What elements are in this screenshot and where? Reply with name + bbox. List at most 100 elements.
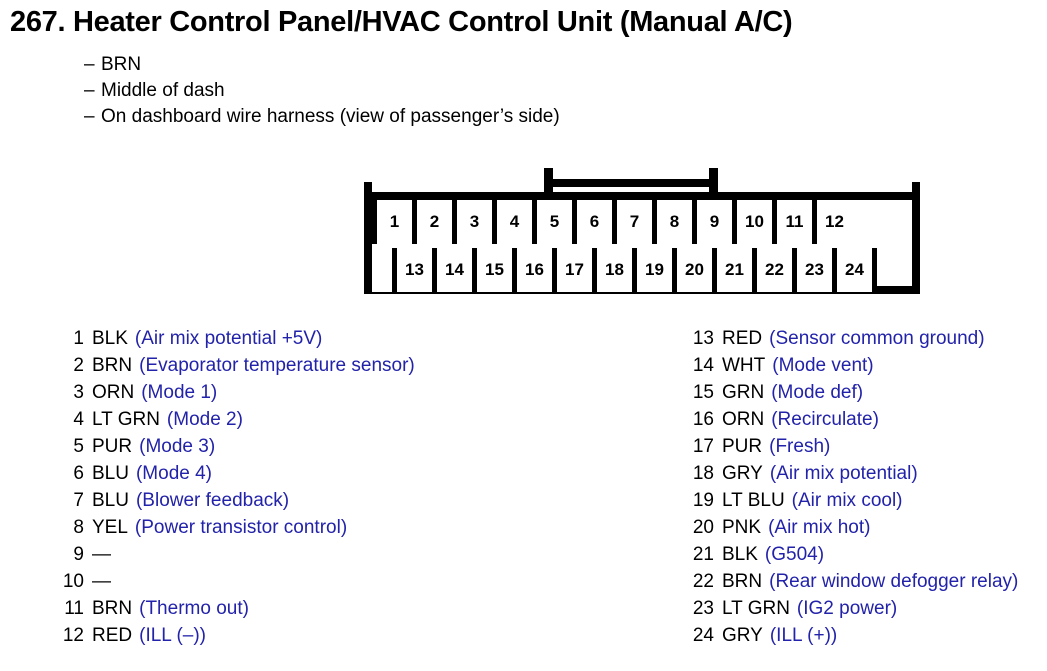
pin-wire-color: PNK: [722, 517, 762, 538]
location-note: –Middle of dash: [84, 78, 560, 104]
pin-wire-color: RED: [92, 625, 133, 646]
connector-pin-5[interactable]: 5: [532, 200, 577, 244]
pin-number: 15: [692, 382, 714, 403]
pin-description: (G504): [764, 544, 825, 565]
connector-pin-19[interactable]: 19: [632, 248, 677, 292]
pin-wire-color: ORN: [722, 409, 765, 430]
connector-pin-22[interactable]: 22: [752, 248, 797, 292]
note-text: On dashboard wire harness (view of passe…: [101, 106, 560, 127]
pin-number: 20: [692, 517, 714, 538]
location-note: –On dashboard wire harness (view of pass…: [84, 104, 560, 130]
pin-description: (Mode 3): [139, 436, 216, 457]
pin-number: 14: [692, 355, 714, 376]
pin-wire-color: —: [92, 544, 111, 565]
connector-pin-21[interactable]: 21: [712, 248, 757, 292]
connector-pin-13[interactable]: 13: [392, 248, 437, 292]
location-note: –BRN: [84, 52, 560, 78]
connector-pin-12[interactable]: 12: [812, 200, 857, 244]
pin-number: 9: [73, 544, 84, 565]
connector-pin-2[interactable]: 2: [412, 200, 457, 244]
connector-pin-16[interactable]: 16: [512, 248, 557, 292]
pin-description: (Mode def): [771, 382, 864, 403]
pin-description: (Recirculate): [771, 409, 879, 430]
connector-pin-15[interactable]: 15: [472, 248, 517, 292]
connector-pin-3[interactable]: 3: [452, 200, 497, 244]
connector-pin-11[interactable]: 11: [772, 200, 817, 244]
pin-description: (Evaporator temperature sensor): [139, 355, 415, 376]
pin-description: (Mode 2): [166, 409, 243, 430]
pin-description: (Mode 4): [135, 463, 212, 484]
pin-description: (Blower feedback): [135, 490, 290, 511]
note-text: BRN: [101, 54, 142, 75]
pin-number: 4: [73, 409, 84, 430]
note-dash: –: [84, 80, 95, 101]
pin-description: (ILL (+)): [769, 625, 838, 646]
connector-pin-18[interactable]: 18: [592, 248, 637, 292]
note-dash: –: [84, 106, 95, 127]
connector-pin-6[interactable]: 6: [572, 200, 617, 244]
connector-pin-7[interactable]: 7: [612, 200, 657, 244]
connector-pin-14[interactable]: 14: [432, 248, 477, 292]
pin-description: (ILL (–)): [139, 625, 206, 646]
pin-wire-color: RED: [722, 328, 763, 349]
locking-tab-bar: [544, 179, 718, 187]
pin-number: 2: [73, 355, 84, 376]
connector-pin-4[interactable]: 4: [492, 200, 537, 244]
pin-wire-color: BLU: [92, 490, 129, 511]
connector-pin-9[interactable]: 9: [692, 200, 737, 244]
connector-pin-17[interactable]: 17: [552, 248, 597, 292]
pin-wire-color: GRY: [722, 625, 763, 646]
pin-number: 23: [692, 598, 714, 619]
pin-number: 10: [62, 571, 84, 592]
connector-pin-23[interactable]: 23: [792, 248, 837, 292]
connector-pin-10[interactable]: 10: [732, 200, 777, 244]
pin-number: 16: [692, 409, 714, 430]
pin-description: (Power transistor control): [134, 517, 348, 538]
pin-number: 12: [62, 625, 84, 646]
pin-number: 17: [692, 436, 714, 457]
pin-description: (Mode 1): [141, 382, 218, 403]
pin-description: (Mode vent): [772, 355, 874, 376]
pin-description: (Rear window defogger relay): [769, 571, 1019, 592]
note-dash: –: [84, 54, 95, 75]
connector-blank-cell-right: [852, 200, 877, 244]
connector-pin-1[interactable]: 1: [372, 200, 417, 244]
pin-wire-color: BRN: [92, 598, 133, 619]
pin-wire-color: BLK: [92, 328, 128, 349]
pin-legend-entry: 14 WHT (Mode vent): [688, 355, 1018, 382]
pin-wire-color: WHT: [722, 355, 766, 376]
pin-wire-color: BRN: [92, 355, 133, 376]
pin-legend-entry: 9—: [58, 544, 415, 571]
pin-wire-color: —: [92, 571, 111, 592]
pin-description: (Air mix cool): [791, 490, 903, 511]
pin-wire-color: LT BLU: [722, 490, 785, 511]
pin-wire-color: LT GRN: [722, 598, 790, 619]
pin-legend-entry: 2 BRN (Evaporator temperature sensor): [58, 355, 415, 382]
pin-number: 11: [64, 598, 84, 619]
connector-pin-24[interactable]: 24: [832, 248, 877, 292]
pin-number: 5: [73, 436, 84, 457]
pin-wire-color: YEL: [92, 517, 128, 538]
connector-wall-right: [912, 182, 920, 294]
pin-wire-color: BRN: [722, 571, 763, 592]
connector-wall-left: [364, 182, 372, 294]
pin-wire-color: BLU: [92, 463, 129, 484]
connector-pin-20[interactable]: 20: [672, 248, 717, 292]
connector-pin-8[interactable]: 8: [652, 200, 697, 244]
pin-number: 3: [73, 382, 84, 403]
pin-wire-color: BLK: [722, 544, 758, 565]
